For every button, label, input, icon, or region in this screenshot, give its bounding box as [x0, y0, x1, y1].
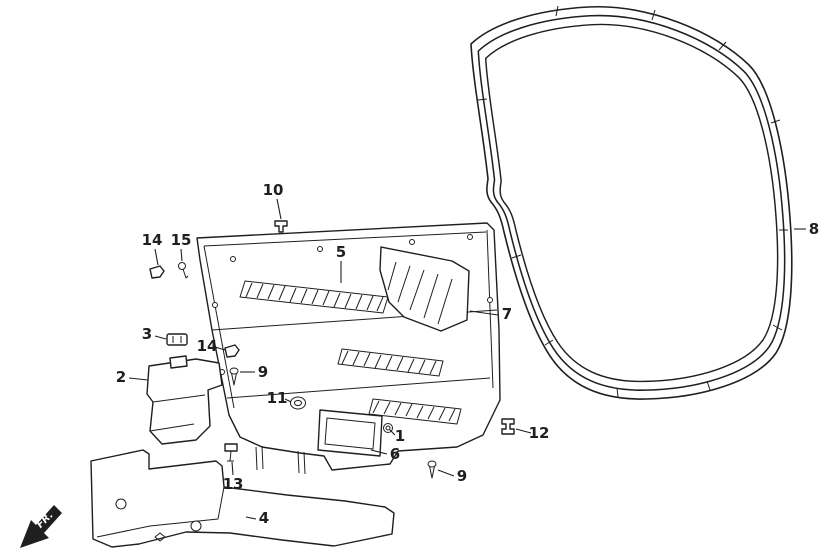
clip-14-upper [149, 265, 165, 279]
leader-4 [245, 516, 257, 520]
side-bracket-fold-right [207, 389, 211, 427]
callout-14-mid: 14 [197, 337, 218, 355]
weatherstrip-seal [470, 5, 793, 400]
callout-15: 15 [171, 231, 192, 249]
side-bracket-tab [169, 355, 188, 369]
callout-9-left: 9 [258, 363, 268, 381]
vent-slots-lower [368, 398, 462, 425]
side-bracket-fold-upper [152, 394, 206, 403]
clip-10 [274, 220, 288, 233]
leader-1 [389, 429, 396, 436]
leader-11 [284, 398, 292, 403]
lower-bracket-hole-right [190, 520, 202, 532]
callout-13: 13 [223, 475, 244, 493]
clip-3 [166, 333, 188, 346]
corner-lining-panel [379, 246, 470, 332]
fr-direction-indicator: FR. [20, 505, 62, 548]
seal-outer-edge [470, 6, 793, 400]
clip-14-mid [224, 344, 240, 358]
fasteners [149, 220, 515, 479]
callout-2: 2 [116, 368, 126, 386]
side-bracket-fold-lower [149, 423, 195, 432]
leader-3 [154, 335, 167, 340]
screw-9-left [229, 367, 239, 386]
callout-12: 12 [529, 424, 550, 442]
lining-panel-inner-right-edge [486, 229, 494, 389]
callout-5: 5 [336, 243, 346, 261]
panel-pocket [317, 409, 383, 457]
lower-bracket [90, 449, 395, 548]
lining-panel-inner-top-edge [203, 231, 487, 247]
side-bracket [146, 355, 223, 445]
vent-slots-middle [337, 348, 444, 377]
panel-lower-straps [255, 445, 306, 475]
callout-3: 3 [142, 325, 152, 343]
lower-bracket-hole-left [115, 498, 127, 510]
callout-9-right: 9 [457, 467, 467, 485]
lining-panel-crease-lower [226, 377, 491, 399]
leader-2 [128, 377, 149, 381]
screw-15 [178, 262, 189, 279]
leader-14-upper [154, 248, 159, 266]
tailgate-lining-panel [196, 222, 501, 475]
leader-6 [370, 449, 388, 455]
screw-9-right [427, 460, 437, 479]
leader-7 [469, 310, 499, 316]
leader-15 [180, 248, 183, 262]
lining-panel-inner-left-edge [203, 245, 235, 409]
vent-slots-upper [239, 280, 389, 314]
lower-bracket-diamond-hole [154, 532, 166, 542]
callout-8: 8 [809, 220, 819, 238]
callout-4: 4 [259, 509, 269, 527]
leader-12 [515, 428, 532, 434]
grommet-11 [290, 396, 306, 410]
seal-texture-ticks [477, 5, 788, 398]
corner-panel-hatch [387, 261, 453, 325]
callout-14-upper: 14 [142, 231, 163, 249]
seal-inner-edge [484, 23, 779, 383]
leader-14-mid [214, 346, 226, 351]
panel-clip-holes [212, 234, 493, 375]
corner-panel-outline [379, 246, 470, 332]
callout-1: 1 [395, 427, 405, 445]
lower-bracket-outline [90, 449, 395, 548]
clip-12 [501, 418, 515, 435]
callout-7: 7 [502, 305, 512, 323]
leader-9-right [437, 469, 455, 477]
leader-10 [276, 198, 282, 220]
fr-arrow-icon [20, 505, 62, 548]
lower-bracket-fold [96, 486, 225, 538]
clip-13 [224, 443, 238, 462]
callout-labels: 10 14 15 5 7 8 3 14 9 2 11 1 6 12 9 13 4 [116, 181, 819, 527]
seal-middle-edge [477, 14, 786, 391]
callout-11: 11 [267, 389, 288, 407]
side-bracket-outline [146, 358, 223, 445]
callout-10: 10 [263, 181, 284, 199]
leader-13 [231, 461, 234, 476]
leader-lines [128, 198, 806, 520]
callout-6: 6 [390, 445, 400, 463]
